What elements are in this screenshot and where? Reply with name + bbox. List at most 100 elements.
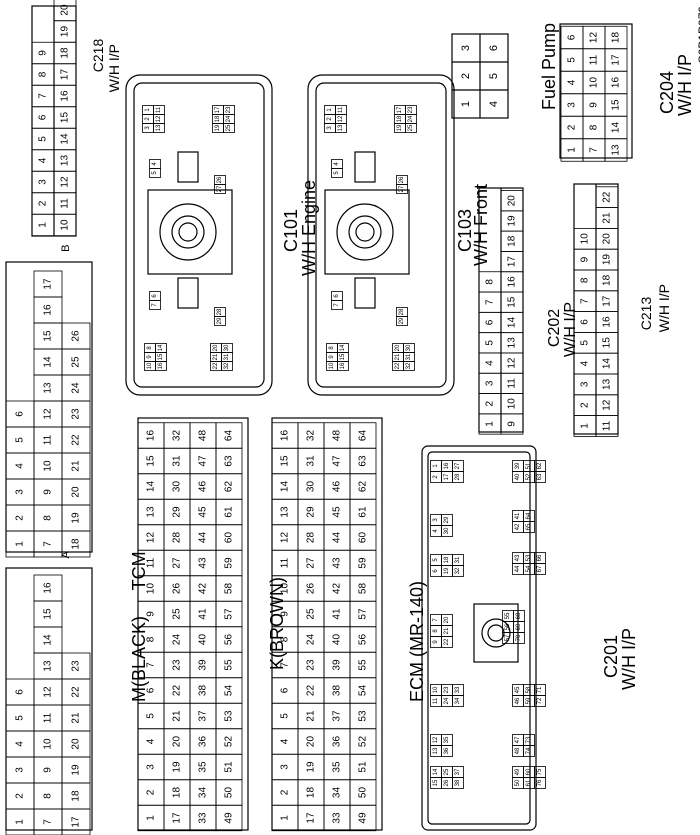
c213-pin-3-label: 3 — [580, 381, 591, 387]
m-black-pin-52-label: 52 — [224, 736, 235, 748]
tcm-b-pin-17-label: 17 — [43, 278, 54, 290]
k-brown-pin-18-label: 18 — [306, 787, 317, 799]
m-black-pin-42-label: 42 — [198, 583, 209, 595]
c201-subtitle: W/H I/P — [618, 627, 639, 690]
m-black-pin-15-label: 15 — [146, 455, 157, 467]
c201-sub-label: W/H I/P — [600, 628, 640, 700]
fuel-pump-pin-2-label: 2 — [460, 73, 472, 79]
c218-subtitle: W/H I/P — [106, 43, 123, 93]
fuel-pump-pin-5-label: 5 — [488, 73, 500, 79]
m-black-pin-29-label: 29 — [172, 506, 183, 518]
tcm-a-pin-18-label: 18 — [71, 790, 82, 802]
c202-pin-20-cell — [500, 190, 524, 212]
ecm-pin-18-label: 18 — [444, 556, 450, 563]
c218-pin-2-label: 2 — [38, 200, 49, 206]
tcm-b-pin-23-label: 23 — [71, 408, 82, 420]
k-brown-pin-32-label: 32 — [306, 430, 317, 442]
c101-pin-23-label: 23 — [226, 106, 232, 113]
ecm-pin-41-label: 41 — [515, 512, 521, 519]
m-black-pin-9-label: 9 — [146, 611, 157, 617]
tcm-b-pin-15-label: 15 — [43, 330, 54, 342]
c204-pin-6-label: 6 — [567, 34, 578, 40]
c101-pin-29-label: 29 — [217, 317, 223, 324]
c218-pin-14-label: 14 — [60, 133, 71, 145]
k-brown-pin-39-label: 39 — [332, 659, 343, 671]
tcm-a-pin-16-label: 16 — [43, 582, 54, 594]
ecm-pin-38-label: 38 — [455, 779, 461, 786]
c101-pin-25-label: 25 — [226, 124, 232, 131]
c213-pin-13-label: 13 — [602, 378, 613, 390]
c218-pin-10-label: 10 — [60, 219, 71, 231]
tcm-a-pin-23-label: 23 — [71, 660, 82, 672]
m-black-pin-30-label: 30 — [172, 481, 183, 493]
c103-pin-7-label: 7 — [334, 303, 340, 307]
fuel-pump-pin-6-label: 6 — [488, 45, 500, 51]
ecm-pin-51-label: 51 — [526, 462, 532, 469]
c103-sub-label: W/H Front — [452, 184, 492, 276]
m-black-pin-58-label: 58 — [224, 583, 235, 595]
tcm-b-pin-17-cell — [33, 270, 63, 298]
ecm-pin-74-cell — [523, 745, 535, 757]
c101-pin-21-label: 21 — [213, 353, 219, 360]
tcm-a-pin-20-label: 20 — [71, 738, 82, 750]
c202-pin-1-label: 1 — [485, 421, 496, 427]
c202-pin-17-label: 17 — [507, 256, 518, 268]
c204-pin-2-label: 2 — [567, 124, 578, 130]
c213-sub-label: W/H I/P — [642, 284, 673, 340]
c202-subtitle: W/H I/P — [561, 302, 579, 358]
m-black-pin-53-label: 53 — [224, 710, 235, 722]
c103-frame — [307, 74, 455, 396]
fuel-pump-pin-4-cell — [479, 89, 509, 119]
c218-pin-20-label: 20 — [60, 4, 71, 16]
k-brown-pin-24-label: 24 — [306, 634, 317, 646]
tcm-b-pin-13-label: 13 — [43, 382, 54, 394]
m-black-pin-64-cell — [215, 422, 243, 449]
k-brown-pin-1-label: 1 — [280, 815, 291, 821]
c101-pin-32-cell — [221, 361, 233, 371]
k-brown-pin-36-label: 36 — [332, 736, 343, 748]
c204-pin-14-label: 14 — [611, 122, 622, 134]
c101-pin-32-label: 32 — [224, 362, 230, 369]
m-black-pin-39-label: 39 — [198, 659, 209, 671]
m-black-pin-44-label: 44 — [198, 532, 209, 544]
c101-pin-30-label: 30 — [224, 344, 230, 351]
m-black-pin-38-label: 38 — [198, 685, 209, 697]
m-black-pin-48-label: 48 — [198, 430, 209, 442]
c103-pin-24-label: 24 — [408, 115, 414, 122]
ecm-pin-16-label: 16 — [444, 462, 450, 469]
tcm-b-pin-26-label: 26 — [71, 330, 82, 342]
c204-pin-11-label: 11 — [589, 54, 600, 65]
c101-pin-24-label: 24 — [226, 115, 232, 122]
ecm-pin-75-label: 75 — [537, 768, 543, 775]
ecm-title: ECM (MR-140) — [406, 580, 427, 702]
c103-pin-5-cell — [331, 168, 343, 178]
c101-pin-12-label: 12 — [156, 115, 162, 122]
c101-pin-10-label: 10 — [147, 362, 153, 369]
k-brown-pin-60-label: 60 — [358, 532, 369, 544]
c101-subtitle: W/H Engine — [298, 179, 319, 276]
tcm-title: TCM — [128, 551, 149, 591]
tcm-label: TCM — [110, 551, 150, 600]
m-black-pin-35-label: 35 — [198, 761, 209, 773]
c103-pin-6-label: 6 — [334, 294, 340, 298]
ecm-pin-13-label: 13 — [433, 747, 439, 754]
k-brown-pin-28-label: 28 — [306, 532, 317, 544]
k-brown-pin-64-label: 64 — [358, 430, 369, 442]
k-brown-pin-21-label: 21 — [306, 710, 317, 722]
c103-pin-28-label: 28 — [399, 308, 405, 315]
k-brown-pin-48-label: 48 — [332, 430, 343, 442]
k-brown-pin-34-label: 34 — [332, 787, 343, 799]
tcm-a-pin-3-label: 3 — [15, 767, 26, 773]
k-brown-pin-42-label: 42 — [332, 583, 343, 595]
tcm-b-pin-7-label: 7 — [43, 541, 54, 547]
k-brown-title: K(BROWN) — [266, 576, 287, 670]
c103-pin-25-label: 25 — [408, 124, 414, 131]
ecm-pin-45-label: 45 — [515, 686, 521, 693]
fuel-pump-pin-3-label: 3 — [460, 45, 472, 51]
c103-pin-7-cell — [331, 300, 343, 310]
tcm-a-pin-19-label: 19 — [71, 764, 82, 776]
c101-pin-20-label: 20 — [213, 344, 219, 351]
k-brown-pin-17-label: 17 — [306, 812, 317, 824]
tcm-a-pin-22-label: 22 — [71, 686, 82, 698]
c218-pin-20-cell — [53, 0, 77, 22]
